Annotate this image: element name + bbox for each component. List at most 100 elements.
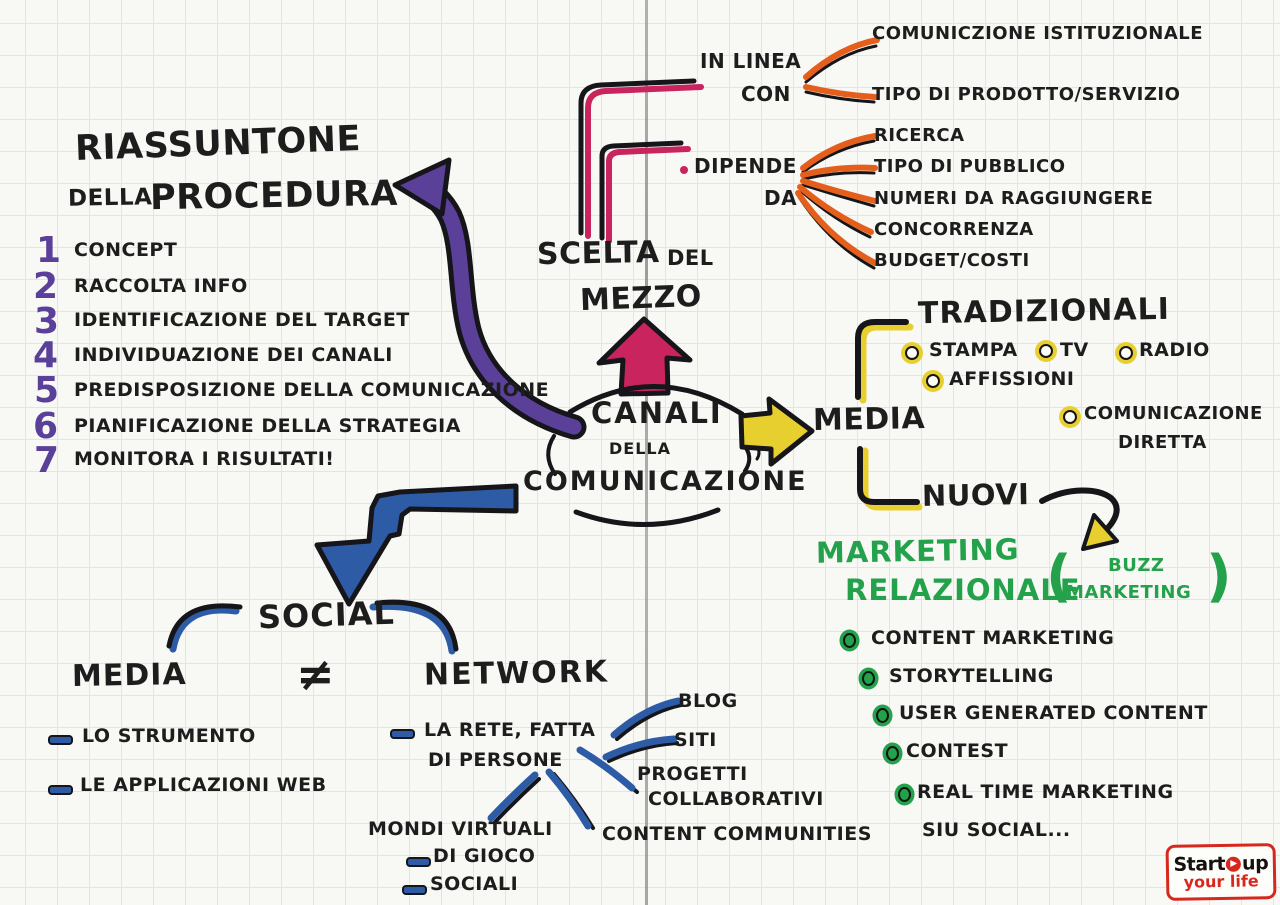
orange-fan-lines xyxy=(795,37,880,270)
media-label: MEDIA xyxy=(812,401,926,438)
step-label: IDENTIFICAZIONE DEL TARGET xyxy=(74,309,410,331)
circle-bullet-icon xyxy=(1039,344,1053,358)
scelta-title-word1: SCELTA xyxy=(536,234,660,273)
branch-item: COMUNICZIONE ISTITUZIONALE xyxy=(872,23,1204,44)
step-label: INDIVIDUAZIONE DEI CANALI xyxy=(74,344,393,366)
network-branch-blog: BLOG xyxy=(678,690,738,712)
yellow-brackets xyxy=(855,319,923,511)
mondi-virtuali-item: SOCIALI xyxy=(430,873,519,895)
nuovi-curl-arrow xyxy=(1039,487,1120,551)
step-number: 1 xyxy=(36,230,62,271)
green-bullet-icon xyxy=(876,708,889,723)
logo-tagline: your life xyxy=(1183,871,1259,892)
green-bullet-icon xyxy=(886,746,899,761)
buzz-word2: MARKETING xyxy=(1066,582,1192,603)
marketing-item-tail: SIU SOCIAL... xyxy=(922,819,1071,841)
marketing-item: REAL TIME MARKETING xyxy=(917,781,1174,803)
step-label: MONITORA I RISULTATI! xyxy=(74,448,335,470)
marketing-item: CONTENT MARKETING xyxy=(871,627,1115,649)
procedure-title-line2: PROCEDURA xyxy=(149,173,399,219)
branch-item: RICERCA xyxy=(874,125,965,146)
tradizionali-item: STAMPA xyxy=(929,339,1018,361)
circle-bullet-icon xyxy=(1119,346,1133,360)
marketing-item: CONTEST xyxy=(906,740,1009,762)
marketing-item: STORYTELLING xyxy=(889,665,1054,687)
dipende-label: DIPENDE xyxy=(694,154,797,178)
step-label: PREDISPOSIZIONE DELLA COMUNICAZIONE xyxy=(74,379,550,401)
social-media-title: MEDIA xyxy=(71,657,187,694)
center-node-line3: COMUNICAZIONE xyxy=(523,466,808,497)
branch-item: NUMERI DA RAGGIUNGERE xyxy=(874,188,1154,209)
branch-item: CONCORRENZA xyxy=(874,219,1034,240)
step-label: CONCEPT xyxy=(74,239,178,261)
tradizionali-item: AFFISSIONI xyxy=(949,368,1075,390)
marketing-item: USER GENERATED CONTENT xyxy=(899,702,1208,724)
dash-bullet-icon xyxy=(406,857,431,867)
paren-close: ) xyxy=(1206,544,1233,609)
scelta-title-word2: DEL xyxy=(667,246,714,270)
network-branch-progetti1: PROGETTI xyxy=(637,763,748,785)
dash-bullet-icon xyxy=(402,885,427,895)
green-bullet-icon xyxy=(898,787,911,802)
dipende-label2: DA xyxy=(764,186,798,210)
social-brackets xyxy=(166,599,459,655)
page-fold-line xyxy=(645,0,648,905)
step-number: 3 xyxy=(34,301,60,342)
step-number: 5 xyxy=(34,370,60,411)
in-linea-label2: CON xyxy=(741,82,791,106)
tradizionali-item-direct1: COMUNICAZIONE xyxy=(1084,403,1263,424)
step-number: 4 xyxy=(33,335,59,376)
mondi-virtuali-title: MONDI VIRTUALI xyxy=(368,818,553,840)
social-media-item: LE APPLICAZIONI WEB xyxy=(80,774,327,796)
green-bullet-icon xyxy=(843,633,856,648)
branch-item: TIPO DI PUBBLICO xyxy=(874,156,1066,177)
step-number: 7 xyxy=(34,440,60,481)
network-branch-siti: SITI xyxy=(674,729,717,751)
marketing-title-line2: RELAZIONALE xyxy=(845,573,1081,607)
branch-item: BUDGET/COSTI xyxy=(874,250,1030,271)
scelta-title-line2: MEZZO xyxy=(579,278,703,319)
branch-item: TIPO DI PRODOTTO/SERVIZIO xyxy=(872,84,1181,105)
buzz-word1: BUZZ xyxy=(1108,555,1165,576)
network-branch-content-communities: CONTENT COMMUNITIES xyxy=(602,823,872,845)
yellow-right-arrow xyxy=(738,396,815,467)
circle-bullet-icon xyxy=(1063,410,1077,424)
tradizionali-item: RADIO xyxy=(1139,339,1210,361)
network-fan-lines xyxy=(487,697,683,830)
tradizionali-item: TV xyxy=(1060,339,1089,361)
circle-bullet-icon xyxy=(905,346,919,360)
in-linea-label: IN LINEA xyxy=(700,49,802,73)
play-icon: ▶ xyxy=(1225,856,1242,872)
center-node-line1: CANALI xyxy=(591,396,723,430)
social-title: SOCIAL xyxy=(257,593,396,637)
startup-your-life-logo: Start ▶ up your life xyxy=(1165,843,1277,901)
center-node-line2: DELLA xyxy=(609,439,671,458)
dash-bullet-icon xyxy=(48,785,73,795)
step-label: PIANIFICAZIONE DELLA STRATEGIA xyxy=(74,415,461,437)
nuovi-label: NUOVI xyxy=(921,477,1030,513)
paren-open: ( xyxy=(1046,544,1073,609)
network-desc-line1: LA RETE, FATTA xyxy=(424,719,596,741)
tradizionali-title: TRADIZIONALI xyxy=(917,291,1171,332)
tradizionali-item-direct2: DIRETTA xyxy=(1118,432,1207,453)
social-media-item: LO STRUMENTO xyxy=(82,725,256,747)
network-branch-progetti2: COLLABORATIVI xyxy=(648,788,824,810)
pink-up-arrow xyxy=(596,316,693,397)
pink-branch-lines xyxy=(578,78,704,244)
network-desc-line2: DI PERSONE xyxy=(428,749,563,771)
blue-elbow-arrow xyxy=(314,483,519,607)
dash-bullet-icon xyxy=(48,735,73,745)
marketing-title-line1: MARKETING xyxy=(815,532,1020,570)
step-number: 6 xyxy=(33,406,59,447)
not-equal-sign: ≠ xyxy=(296,647,336,701)
procedure-title-della: DELLA xyxy=(67,184,153,212)
circle-bullet-icon xyxy=(926,374,940,388)
social-network-title: NETWORK xyxy=(423,654,610,693)
step-label: RACCOLTA INFO xyxy=(74,275,248,297)
step-number: 2 xyxy=(33,266,59,307)
green-bullet-icon xyxy=(862,671,875,686)
purple-curved-arrow xyxy=(392,157,587,440)
dash-bullet-icon xyxy=(390,729,415,739)
